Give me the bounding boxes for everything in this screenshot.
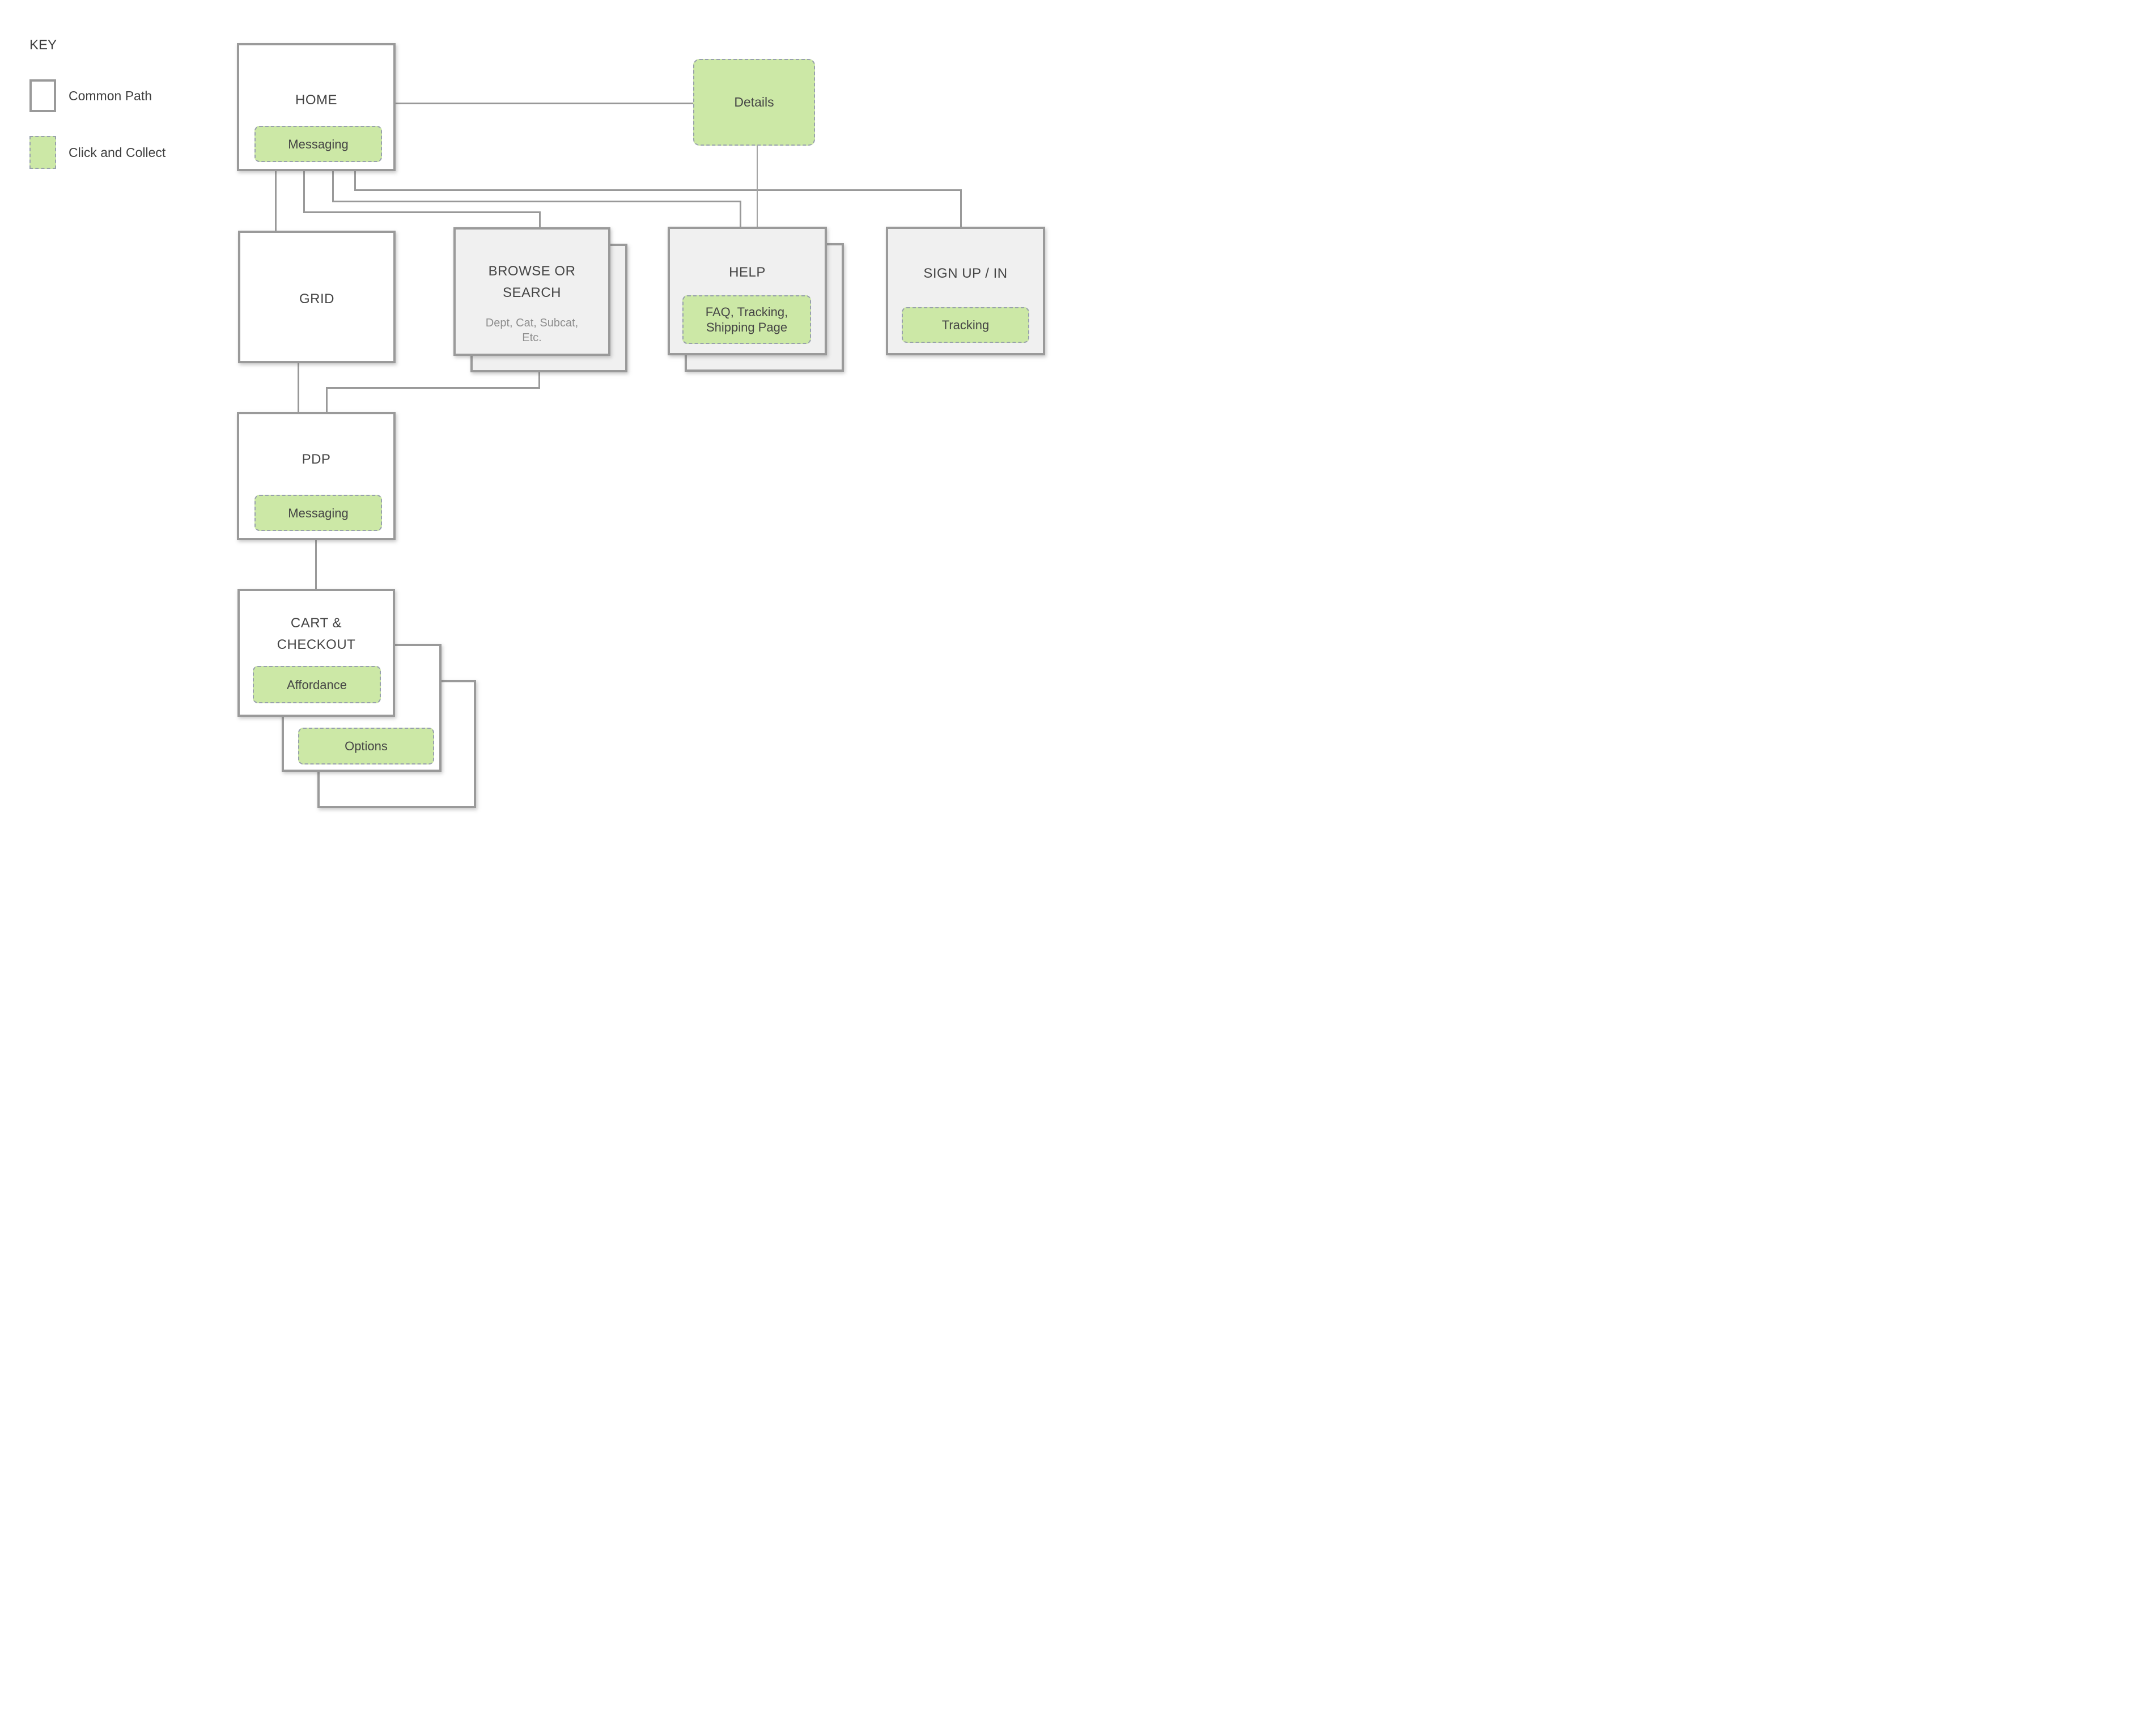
connector-home-browse-v1 [303,171,305,213]
common-path-label: Common Path [69,88,152,103]
node-pdp-title: PDP [302,452,331,467]
node-home-title: HOME [295,92,337,108]
node-browse-title-line2: SEARCH [502,285,562,300]
node-browse-subtitle: Dept, Cat, Subcat, Etc. [456,316,608,345]
node-pdp-messaging-badge[interactable]: Messaging [254,495,382,531]
node-signup-tracking-badge[interactable]: Tracking [902,307,1029,343]
node-grid[interactable]: GRID [238,231,396,363]
node-grid-title: GRID [299,291,334,307]
node-browse-subtitle-line1: Dept, Cat, Subcat, [485,317,579,329]
node-cart-affordance-badge[interactable]: Affordance [253,666,381,703]
connector-home-help-v2 [740,201,741,228]
connector-home-details [394,103,693,104]
connector-browse-pdp-v2 [326,387,328,413]
node-pdp[interactable]: PDP Messaging [237,412,396,540]
connector-pdp-cart [315,540,317,590]
connector-home-signup-v2 [960,189,962,228]
connector-browse-pdp-v1 [538,371,540,389]
node-home[interactable]: HOME Messaging [237,43,396,171]
connector-home-browse-v2 [539,211,541,228]
node-browse-title-line1: BROWSE OR [488,264,576,279]
click-and-collect-swatch [29,136,56,169]
connector-details-help [757,146,758,228]
node-help-faq-line1: FAQ, Tracking, [705,305,788,319]
node-browse-title: BROWSE OR SEARCH [456,261,608,304]
connector-home-signup-h [354,189,962,191]
key-heading: KEY [29,37,57,53]
connector-home-browse-h [303,211,541,213]
node-cart-title-line2: CHECKOUT [277,637,356,652]
click-and-collect-label: Click and Collect [69,145,166,160]
node-help-faq-line2: Shipping Page [706,320,788,334]
node-cart-title: CART & CHECKOUT [240,613,393,656]
node-signup-title: SIGN UP / IN [923,266,1008,281]
node-browse-subtitle-line2: Etc. [522,332,542,344]
node-cart-options-badge[interactable]: Options [298,728,434,764]
node-help-faq-badge[interactable]: FAQ, Tracking, Shipping Page [682,295,811,344]
node-help-title: HELP [729,265,766,280]
node-help[interactable]: HELP FAQ, Tracking, Shipping Page [668,227,827,355]
connector-browse-pdp-h [326,387,540,389]
node-details[interactable]: Details [693,59,815,146]
connector-home-help-v1 [332,171,334,202]
connector-home-grid [275,171,277,231]
connector-grid-pdp [298,363,299,413]
connector-home-signup-v1 [354,171,356,191]
node-browse[interactable]: BROWSE OR SEARCH Dept, Cat, Subcat, Etc. [453,227,610,356]
node-cart[interactable]: CART & CHECKOUT Affordance [237,589,395,717]
connector-home-help-h [332,201,741,202]
node-signup[interactable]: SIGN UP / IN Tracking [886,227,1045,355]
node-home-messaging-badge[interactable]: Messaging [254,126,382,162]
common-path-swatch [29,79,56,112]
node-cart-title-line1: CART & [290,615,342,631]
flow-diagram-canvas: KEY Common Path Click and Collect HOME M… [0,0,1078,858]
